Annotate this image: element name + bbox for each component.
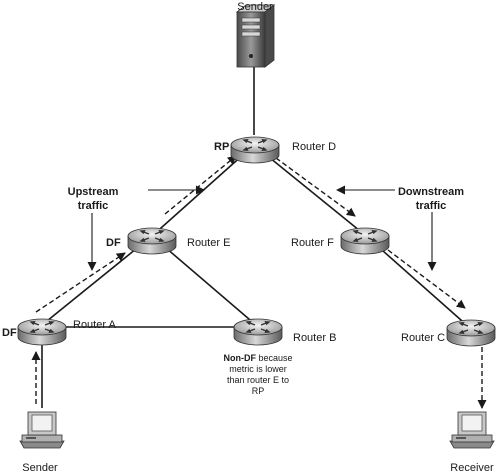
non-df-note-rest: because (256, 353, 293, 363)
dashed-arrow-router-d-to-router-f (275, 157, 356, 217)
non-df-note-bold: Non-DF (223, 353, 256, 363)
dashed-arrow-router-e-to-router-d (164, 155, 237, 215)
upstream-label-line1: Upstream (68, 186, 119, 198)
df-router-e-label: DF (106, 237, 121, 249)
non-df-note-line4: RP (252, 386, 265, 396)
dashed-arrow-router-a-to-router-e (35, 252, 126, 313)
router-b-label: Router B (293, 332, 336, 344)
annotation-arrows (87, 185, 437, 271)
router-icon (127, 227, 177, 255)
non-df-note-line3: than router E to (227, 375, 289, 385)
workstation-icon (19, 411, 65, 449)
downstream-label-line1: Downstream (398, 186, 464, 198)
non-df-note-line2: metric is lower (229, 364, 287, 374)
workstation-icon (449, 411, 495, 449)
upstream-label-line2: traffic (78, 200, 109, 212)
sender-top-label: Sender (237, 1, 273, 13)
router-c-label: Router C (401, 332, 445, 344)
non-df-note-line1: Non-DF because (223, 353, 292, 363)
router-d-label: Router D (292, 141, 336, 153)
router-icon (446, 319, 496, 347)
sender-bottom-label: Sender (22, 462, 58, 474)
dashed-arrow-router-f-to-router-c (387, 249, 466, 309)
df-router-a-label: DF (2, 327, 17, 339)
router-icon (17, 318, 67, 346)
server-icon (235, 4, 276, 68)
router-a-label: Router A (73, 319, 116, 331)
downstream-label-line2: traffic (416, 200, 447, 212)
router-f-label: Router F (291, 237, 334, 249)
receiver-label: Receiver (450, 462, 494, 474)
router-icon (230, 136, 280, 164)
rp-label: RP (214, 141, 229, 153)
router-icon (340, 227, 390, 255)
traffic-flow-arrows (31, 155, 487, 409)
router-icon (233, 318, 283, 346)
router-e-label: Router E (187, 237, 230, 249)
